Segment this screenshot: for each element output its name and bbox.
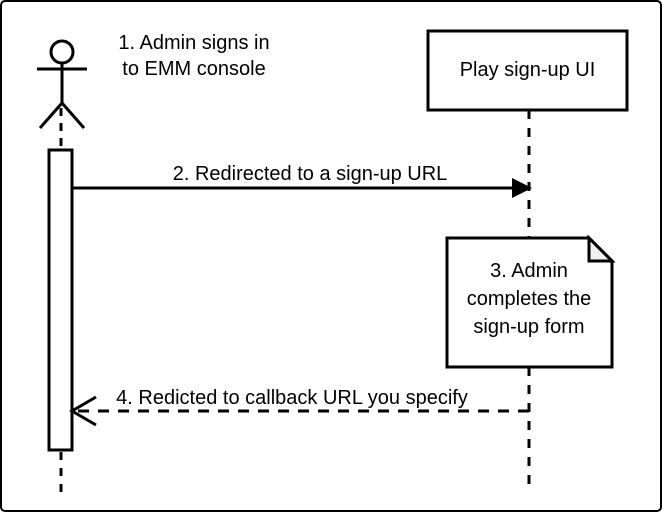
actor-caption: 1. Admin signs in to EMM console bbox=[118, 32, 270, 80]
message-2-arrowhead-icon bbox=[69, 395, 97, 427]
note-fold-corner-icon bbox=[587, 234, 616, 263]
message-2-arrow bbox=[69, 395, 529, 427]
note-body bbox=[445, 236, 614, 369]
admin-actor-figure bbox=[37, 39, 87, 129]
note-text: 3. Admin completes the sign-up form bbox=[466, 260, 592, 338]
actor-leg-right-line bbox=[60, 102, 86, 129]
message-2-label: 4. Redicted to callback URL you specify bbox=[116, 387, 468, 409]
participant-label: Play sign-up UI bbox=[459, 59, 596, 81]
note-shape bbox=[445, 234, 616, 369]
actor-activation-bar bbox=[47, 148, 74, 452]
message-1-arrow bbox=[72, 178, 532, 198]
message-1-label: 2. Redirected to a sign-up URL bbox=[172, 163, 448, 185]
actor-leg-left-line bbox=[38, 102, 64, 129]
message-1-arrowhead-icon bbox=[512, 178, 532, 198]
